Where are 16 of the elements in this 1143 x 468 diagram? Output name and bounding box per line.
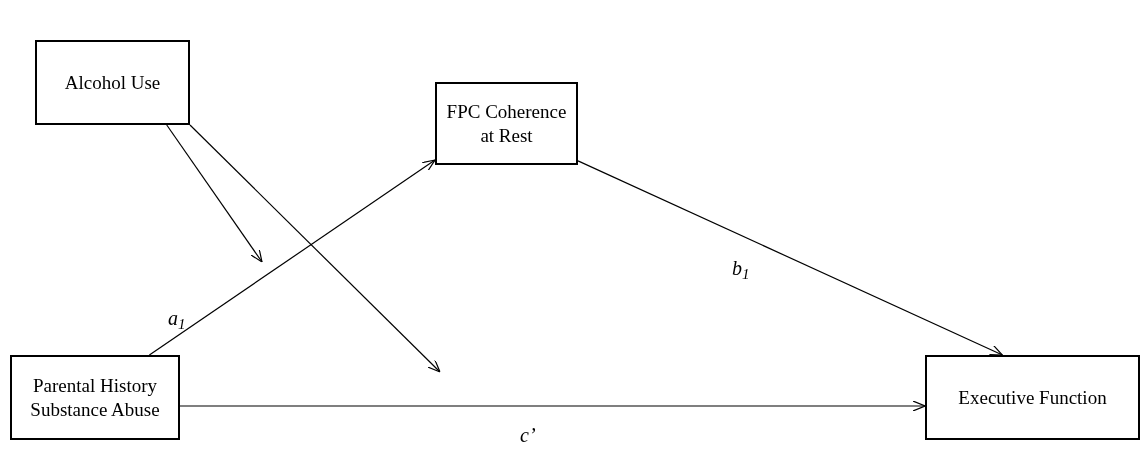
- arrow: [189, 124, 441, 373]
- variable-box: [35, 40, 190, 125]
- path-label: c’: [520, 425, 536, 445]
- variable-label: Parental History Substance Abuse: [29, 373, 161, 422]
- variable-box: [435, 82, 578, 165]
- path-label: a$_{1}$: [168, 308, 186, 328]
- arrow: [166, 124, 263, 263]
- variable-label: FPC Coherence at Rest: [445, 99, 568, 148]
- variable-label: Executive Function: [958, 385, 1107, 410]
- variable-box: [925, 355, 1140, 440]
- arrow: [148, 159, 436, 356]
- arrow: [179, 400, 926, 412]
- variable-label: Alcohol Use: [64, 70, 161, 95]
- arrow: [577, 160, 1003, 356]
- path-label: b$_{1}$: [732, 258, 750, 278]
- variable-box: [10, 355, 180, 440]
